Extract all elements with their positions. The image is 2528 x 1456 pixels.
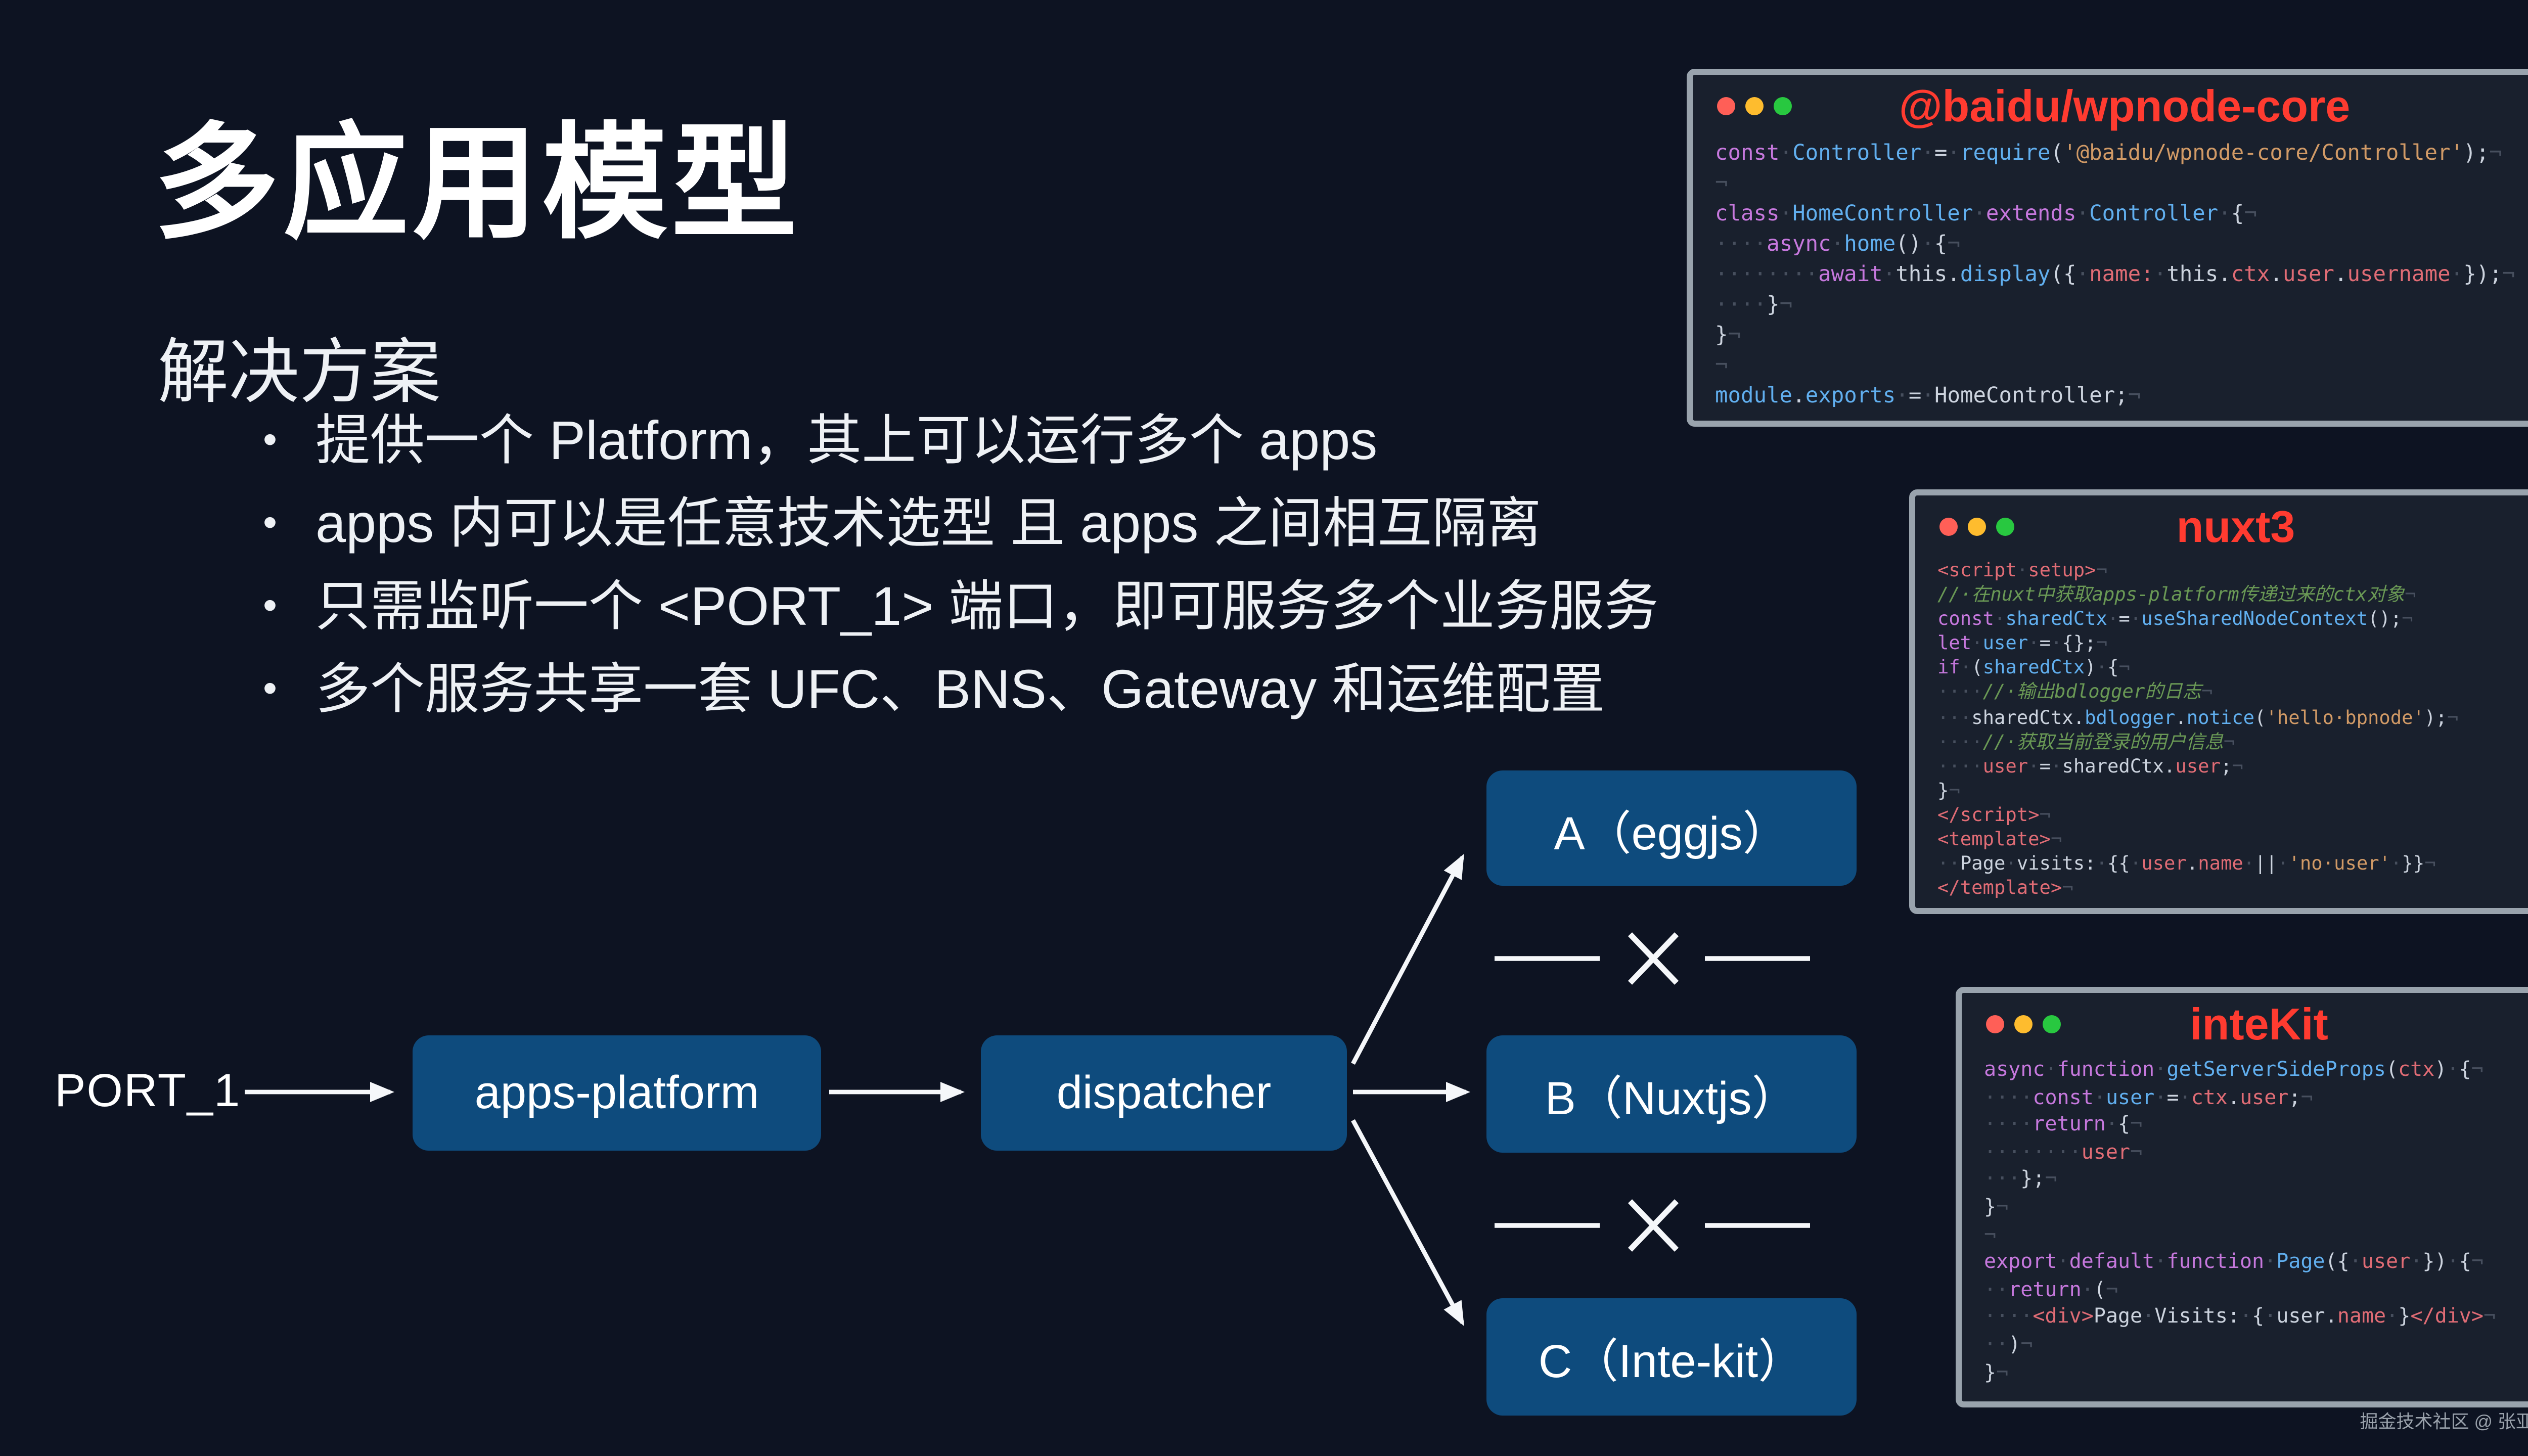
maximize-icon — [1996, 518, 2014, 536]
code-block: const·Controller·=·require('@baidu/wpnod… — [1715, 142, 2515, 408]
bullet-item: apps 内可以是任意技术选型 且 apps 之间相互隔离 — [259, 483, 1658, 566]
code-window-intekit: inteKit async·function·getServerSideProp… — [1956, 987, 2528, 1407]
watermark: 掘金技术社区 @ 张亚涛 — [2360, 1412, 2528, 1432]
node-label: A（eggjs） — [1554, 806, 1789, 858]
minimize-icon — [1745, 97, 1764, 115]
bullet-text: apps 内可以是任意技术选型 且 apps 之间相互隔离 — [315, 493, 1542, 554]
arrow-dispatcher-to-a — [1351, 853, 1464, 1065]
close-icon — [1717, 97, 1735, 115]
code-window-title: @baidu/wpnode-core — [1899, 81, 2351, 131]
close-icon — [1939, 518, 1958, 536]
port-label: PORT_1 — [55, 1064, 241, 1116]
node-app-b: B（Nuxtjs） — [1486, 1035, 1857, 1153]
bullet-item: 多个服务共享一套 UFC、BNS、Gateway 和运维配置 — [259, 649, 1658, 732]
close-icon — [1986, 1015, 2004, 1033]
node-label: B（Nuxtjs） — [1545, 1072, 1798, 1124]
isolation-x-icon — [1628, 1199, 1679, 1252]
bullet-item: 只需监听一个 <PORT_1> 端口，即可服务多个业务服务 — [259, 566, 1658, 649]
arrow-dispatcher-to-c — [1351, 1119, 1464, 1327]
minimize-icon — [1968, 518, 1986, 536]
isolation-x-icon — [1628, 932, 1679, 985]
node-label: C（Inte-kit） — [1538, 1335, 1805, 1387]
node-app-a: A（eggjs） — [1486, 770, 1857, 886]
node-app-c: C（Inte-kit） — [1486, 1298, 1857, 1416]
code-block: <script·setup>¬//·在nuxt中获取apps-platform传… — [1937, 560, 2459, 900]
slide-subtitle: 解决方案 — [158, 334, 441, 413]
bullet-text: 多个服务共享一套 UFC、BNS、Gateway 和运维配置 — [315, 659, 1605, 720]
code-window-wpnode-core: @baidu/wpnode-core const·Controller·=·re… — [1687, 69, 2528, 427]
window-titlebar: nuxt3 — [1915, 495, 2528, 552]
minimize-icon — [2014, 1015, 2033, 1033]
maximize-icon — [2043, 1015, 2061, 1033]
code-window-nuxt3: nuxt3 <script·setup>¬//·在nuxt中获取apps-pla… — [1909, 489, 2528, 914]
code-window-title: nuxt3 — [2176, 502, 2295, 552]
code-block: async·function·getServerSideProps(ctx)·{… — [1984, 1060, 2496, 1385]
node-apps-platform: apps-platform — [413, 1035, 821, 1151]
window-titlebar: @baidu/wpnode-core — [1693, 75, 2528, 131]
bullet-list: 提供一个 Platform，其上可以运行多个 apps apps 内可以是任意技… — [259, 400, 1658, 732]
maximize-icon — [1774, 97, 1792, 115]
bullet-item: 提供一个 Platform，其上可以运行多个 apps — [259, 400, 1658, 483]
bullet-text: 只需监听一个 <PORT_1> 端口，即可服务多个业务服务 — [315, 576, 1659, 637]
node-dispatcher: dispatcher — [981, 1035, 1347, 1151]
node-label: apps-platform — [474, 1066, 759, 1118]
window-titlebar: inteKit — [1962, 993, 2528, 1050]
bullet-text: 提供一个 Platform，其上可以运行多个 apps — [315, 411, 1378, 471]
node-label: dispatcher — [1056, 1066, 1272, 1118]
page-title: 多应用模型 — [154, 115, 801, 255]
code-window-title: inteKit — [2190, 999, 2328, 1050]
